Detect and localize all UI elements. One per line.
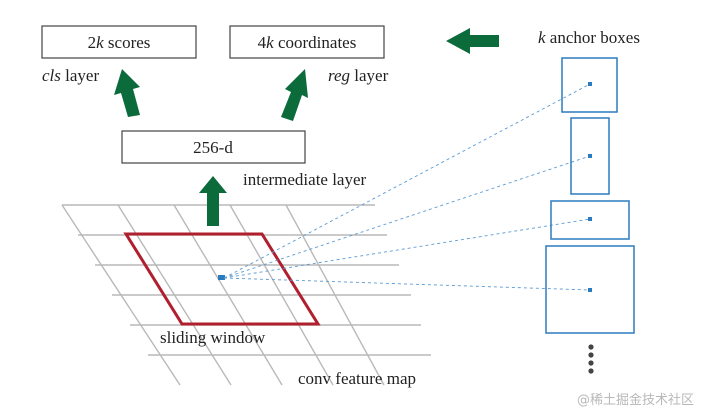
reg-coordinates-box xyxy=(229,25,385,59)
arrow-left-from-anchors-icon xyxy=(446,28,499,54)
anchor-box-2 xyxy=(570,117,610,195)
sliding-window-center xyxy=(218,275,225,280)
watermark-text: @稀土掘金技术社区 xyxy=(577,392,694,408)
more-anchors-ellipsis xyxy=(588,344,594,374)
anchor-boxes-label: k anchor boxes xyxy=(538,28,640,47)
arrow-to-reg-icon xyxy=(281,69,308,121)
intermediate-box xyxy=(121,130,306,164)
intermediate-box-label: 256-d xyxy=(193,138,233,157)
intermediate-layer-label: intermediate layer xyxy=(243,170,367,189)
cls-scores-label: 2k scores xyxy=(88,33,151,52)
anchor-projection-lines xyxy=(223,83,591,291)
anchor-box-1 xyxy=(561,57,618,113)
arrow-up-to-intermediate-icon xyxy=(199,176,227,226)
sliding-window-frame xyxy=(123,232,321,326)
sliding-window-label: sliding window xyxy=(160,328,266,347)
anchor-centers xyxy=(588,82,592,292)
anchor-box-4 xyxy=(545,245,635,334)
cls-layer-label: cls layer xyxy=(42,66,99,85)
anchor-boxes xyxy=(545,57,635,334)
arrow-to-cls-icon xyxy=(114,69,140,117)
reg-coordinates-label: 4k coordinates xyxy=(258,33,357,52)
reg-layer-label: reg layer xyxy=(328,66,389,85)
feature-map-grid xyxy=(61,204,431,386)
anchor-box-3 xyxy=(550,200,630,240)
feature-map-label: conv feature map xyxy=(298,369,416,388)
cls-scores-box xyxy=(41,25,197,59)
